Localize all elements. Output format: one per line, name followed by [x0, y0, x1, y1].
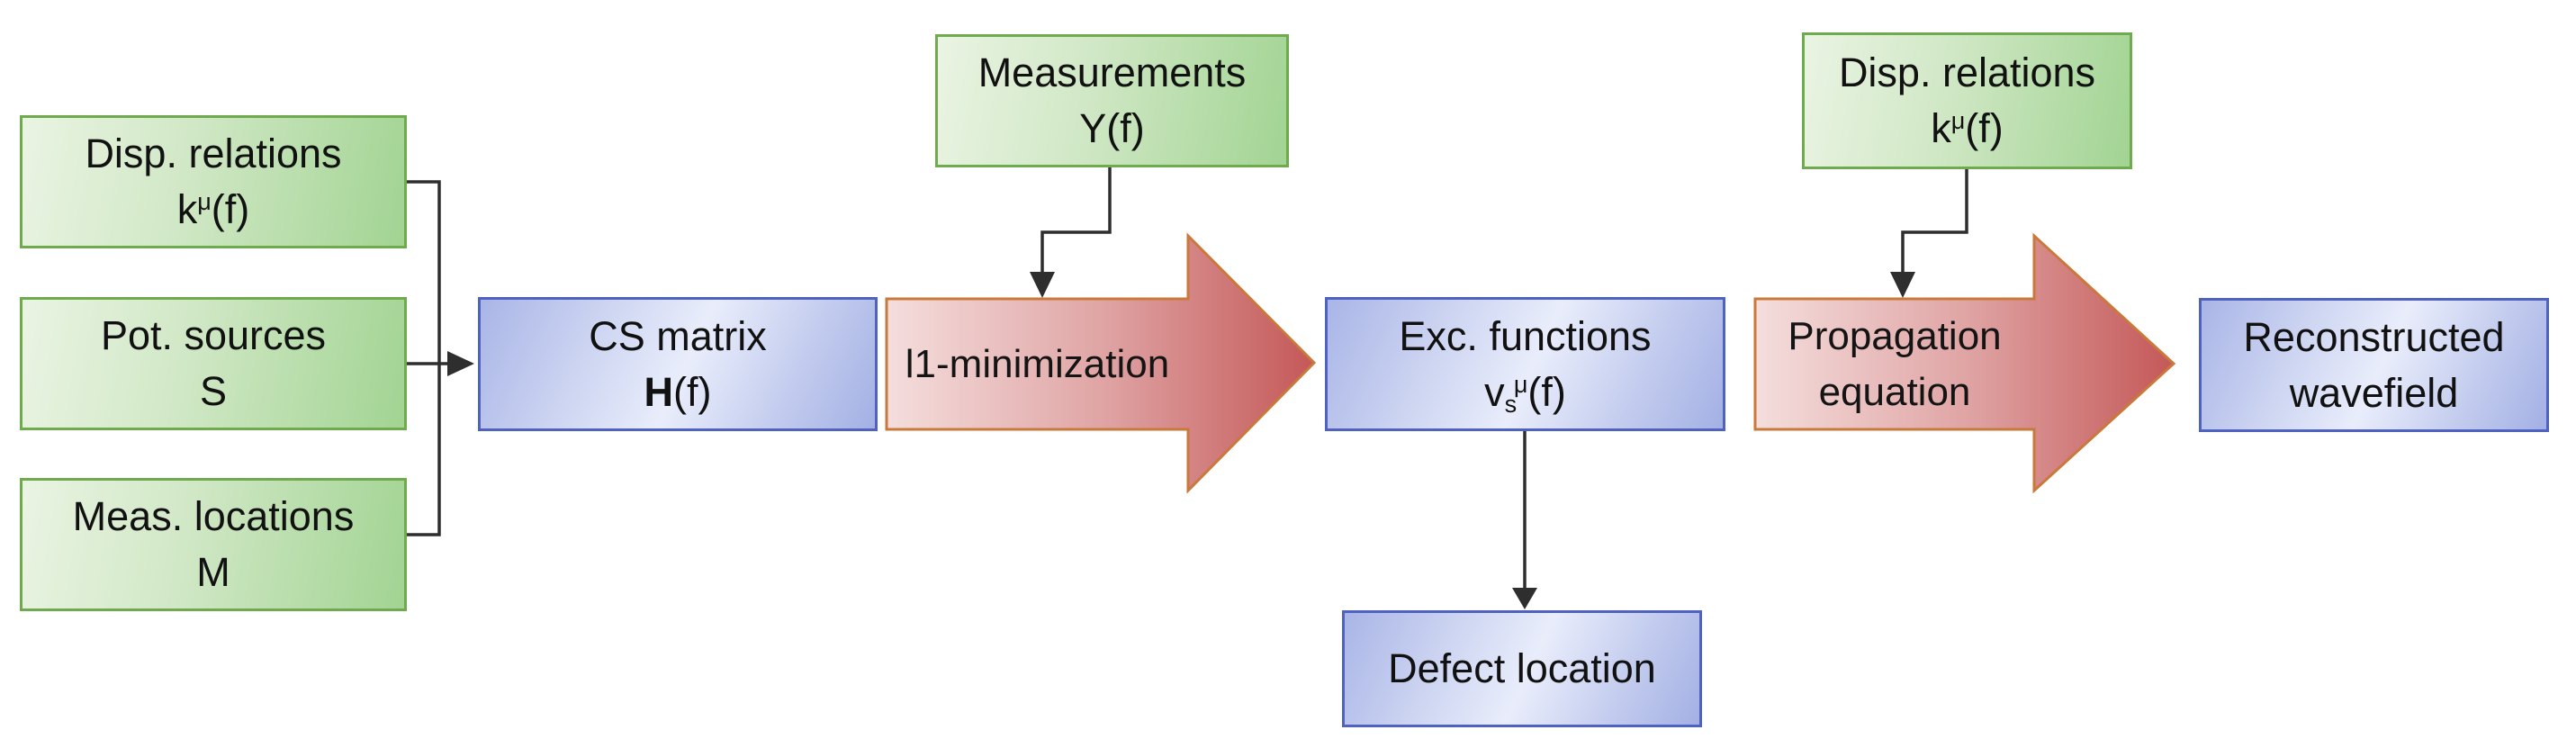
arrow-label-line: l1-minimization	[905, 341, 1170, 386]
box-line: S	[199, 368, 227, 414]
box-line: Reconstructed	[2243, 313, 2505, 360]
box-exc-functions: Exc. functions vsμ(f)	[1325, 297, 1725, 431]
box-formula: H(f)	[644, 365, 712, 420]
formula-rest: (f)	[1965, 105, 2004, 151]
formula-superscript: μ	[197, 188, 212, 216]
formula-base: v	[1484, 368, 1505, 415]
box-formula: kμ(f)	[1931, 101, 2004, 157]
process-arrow-propagation-shape	[1753, 232, 2176, 494]
box-line: CS matrix	[589, 312, 767, 359]
box-line: Disp. relations	[1838, 50, 2096, 95]
formula-rest: (f)	[673, 368, 712, 415]
box-line: Defect location	[1388, 645, 1656, 691]
box-line: wavefield	[2289, 369, 2459, 416]
arrowhead-down-icon	[1512, 588, 1537, 609]
connector-measurements-to-l1	[1040, 167, 1112, 273]
connector-disp-to-propagation	[1901, 169, 1968, 273]
box-disp-relations-right: Disp. relations kμ(f)	[1802, 32, 2132, 169]
connector-inputs-elbow	[407, 180, 441, 536]
box-line: M	[196, 549, 230, 595]
box-line: Meas. locations	[72, 493, 355, 539]
box-line: Y(f)	[1079, 105, 1145, 151]
box-measurements: Measurements Y(f)	[935, 34, 1289, 167]
formula-superscript: μ	[1513, 370, 1528, 398]
formula-base: k	[1931, 105, 1951, 151]
box-line: Disp. relations	[85, 131, 342, 176]
arrowhead-down-icon	[1030, 272, 1055, 298]
process-arrow-l1-label: l1-minimization	[887, 299, 1188, 429]
arrow-label-line: Propagation	[1788, 313, 2002, 358]
arrow-label-line: equation	[1818, 369, 1971, 414]
arrowhead-down-icon	[1890, 272, 1915, 298]
box-line: Pot. sources	[100, 312, 327, 358]
formula-superscript: μ	[1950, 107, 1966, 135]
box-reconstructed-wavefield: Reconstructed wavefield	[2199, 298, 2549, 432]
formula-rest: (f)	[211, 186, 250, 232]
box-defect-location: Defect location	[1342, 610, 1702, 727]
box-meas-locations: Meas. locations M	[20, 478, 407, 611]
arrowhead-right-icon	[447, 351, 474, 376]
process-arrow-l1-shape	[885, 232, 1317, 494]
box-line: Measurements	[977, 50, 1247, 95]
box-disp-relations-left: Disp. relations kμ(f)	[20, 115, 407, 248]
formula-subscript: s	[1504, 390, 1518, 418]
box-formula: vsμ(f)	[1484, 365, 1566, 420]
formula-rest: (f)	[1527, 368, 1566, 415]
box-formula: kμ(f)	[177, 182, 250, 238]
box-pot-sources: Pot. sources S	[20, 297, 407, 430]
box-line: Exc. functions	[1399, 312, 1652, 359]
formula-base: k	[176, 186, 198, 232]
box-cs-matrix: CS matrix H(f)	[478, 297, 878, 431]
process-arrow-propagation-label: Propagation equation	[1755, 299, 2034, 429]
formula-bold: H	[644, 368, 674, 415]
